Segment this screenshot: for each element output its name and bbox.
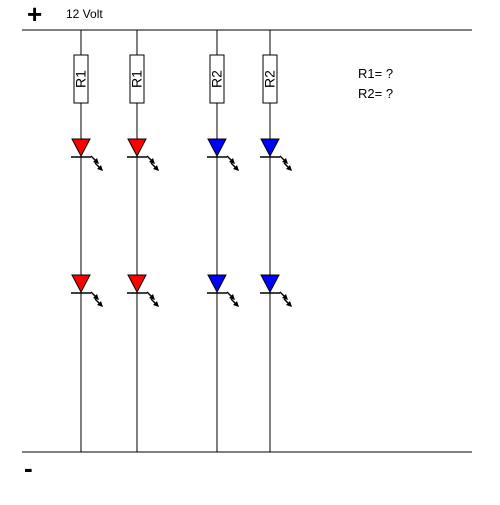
led-emission-arrow-b [150, 298, 159, 307]
branch-1: R1 [71, 30, 103, 452]
led-2 [127, 274, 159, 307]
led-1 [71, 138, 103, 171]
led-triangle [207, 138, 227, 158]
led-emission-arrow-b-head [233, 301, 239, 307]
minus-sign: - [24, 453, 33, 483]
resistor-label: R2 [209, 70, 225, 88]
resistor-label: R1 [73, 70, 89, 88]
led-2 [71, 274, 103, 307]
led-emission-arrow-b [94, 162, 103, 171]
led-emission-arrow-b [230, 298, 239, 307]
led-emission-arrow-b [283, 162, 292, 171]
branch-4: R2 [260, 30, 292, 452]
led-emission-arrow-a [146, 291, 155, 300]
led-emission-arrow-a-head [229, 158, 235, 164]
led-emission-arrow-b [230, 162, 239, 171]
r2-question: R2= ? [358, 86, 393, 101]
led-emission-arrow-a-head [282, 158, 288, 164]
voltage-label: 12 Volt [66, 7, 103, 21]
plus-sign: + [27, 0, 42, 29]
led-triangle [127, 274, 147, 294]
led-emission-arrow-b-head [153, 301, 159, 307]
led-1 [127, 138, 159, 171]
led-emission-arrow-a-head [93, 158, 99, 164]
resistor-body [262, 54, 278, 104]
branch-2: R1 [127, 30, 159, 452]
led-emission-arrow-b [94, 298, 103, 307]
led-emission-arrow-a-head [229, 294, 235, 300]
led-emission-arrow-a-head [93, 294, 99, 300]
led-triangle [71, 138, 91, 158]
led-triangle [260, 274, 280, 294]
led-1 [260, 138, 292, 171]
led-2 [207, 274, 239, 307]
led-emission-arrow-b [283, 298, 292, 307]
led-emission-arrow-a [226, 155, 235, 164]
led-triangle [207, 274, 227, 294]
led-emission-arrow-a [279, 155, 288, 164]
resistor-label: R1 [129, 70, 145, 88]
led-emission-arrow-a [226, 291, 235, 300]
led-emission-arrow-b-head [153, 165, 159, 171]
led-emission-arrow-a [90, 155, 99, 164]
led-2 [260, 274, 292, 307]
led-emission-arrow-b-head [97, 301, 103, 307]
led-emission-arrow-b-head [97, 165, 103, 171]
r1-question: R1= ? [358, 66, 393, 81]
led-emission-arrow-a-head [149, 158, 155, 164]
resistor-body [129, 54, 145, 104]
led-branches: R1 R1 R2 R2 [71, 30, 292, 452]
led-emission-arrow-b-head [286, 165, 292, 171]
resistor-body [73, 54, 89, 104]
led-triangle [71, 274, 91, 294]
led-emission-arrow-a [146, 155, 155, 164]
led-emission-arrow-b-head [233, 165, 239, 171]
led-emission-arrow-a-head [149, 294, 155, 300]
led-triangle [127, 138, 147, 158]
resistor-body [209, 54, 225, 104]
led-emission-arrow-a [279, 291, 288, 300]
resistor-label: R2 [262, 70, 278, 88]
led-emission-arrow-a-head [282, 294, 288, 300]
led-1 [207, 138, 239, 171]
branch-3: R2 [207, 30, 239, 452]
led-emission-arrow-b-head [286, 301, 292, 307]
led-emission-arrow-a [90, 291, 99, 300]
led-emission-arrow-b [150, 162, 159, 171]
led-triangle [260, 138, 280, 158]
